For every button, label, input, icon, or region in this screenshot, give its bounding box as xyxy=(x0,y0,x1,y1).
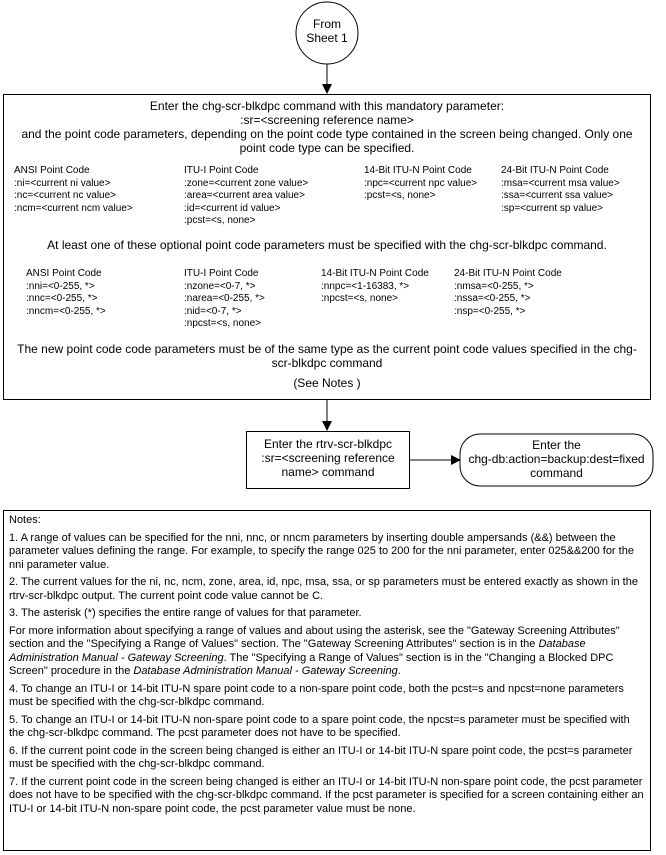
main-line-3: and the point code parameters, depending… xyxy=(21,127,633,155)
note-6: 6. If the current point code in the scre… xyxy=(9,744,633,771)
new-itu-i-column: ITU-I Point Code :nzone=<0-7, *> :narea=… xyxy=(184,268,265,331)
off-page-connector-label: From Sheet 1 xyxy=(296,17,358,45)
more-info-text-b: . The "Specifying a Range of Values" sec… xyxy=(9,651,614,678)
note-5: 5. To change an ITU-I or 14-bit ITU-N no… xyxy=(9,713,630,740)
param: :npcst=<s, none> xyxy=(321,293,399,304)
new-14bit-itu-n-column: 14-Bit ITU-N Point Code :nnpc=<1-16383, … xyxy=(321,268,429,306)
current-14bit-itu-n-column: 14-Bit ITU-N Point Code :npc=<current np… xyxy=(364,165,477,203)
manual-title: Database Administration Manual - Gateway… xyxy=(133,665,398,677)
connector-line-2: Sheet 1 xyxy=(306,31,348,45)
connector-line-1: From xyxy=(313,17,341,31)
param: :pcst=<s, none> xyxy=(184,215,256,226)
param: :sp=<current sp value> xyxy=(501,202,604,214)
chgdb-line-1: Enter the xyxy=(532,438,581,452)
rtrv-line-3: name> command xyxy=(281,465,375,479)
note-2: 2. The current values for the ni, nc, nc… xyxy=(9,576,638,602)
column-title: ITU-I Point Code xyxy=(184,165,259,176)
param: :nc=<current nc value> xyxy=(14,190,117,201)
manual-title: Database Administration Manual - Gateway… xyxy=(9,638,586,664)
param: :msa=<current msa value> xyxy=(501,177,620,189)
chgdb-box-outline xyxy=(459,433,654,487)
chg-db-step-box: Enter the chg-db:action=backup:dest=fixe… xyxy=(460,438,653,480)
main-line-1: Enter the chg-scr-blkdpc command with th… xyxy=(149,99,505,113)
column-title: ANSI Point Code xyxy=(14,165,90,176)
chgdb-line-2: chg-db:action=backup:dest=fixed xyxy=(468,452,645,466)
param: :npc=<current npc value> xyxy=(364,177,478,189)
rtrv-line-1: Enter the rtrv-scr-blkdpc xyxy=(263,437,393,451)
note-more-info: For more information about specifying a … xyxy=(9,625,645,679)
param: :ncm=<current ncm value> xyxy=(14,202,133,214)
param: :nncm=<0-255, *> xyxy=(26,305,106,317)
param: :npcst=<s, none> xyxy=(184,318,262,329)
column-title: 24-Bit ITU-N Point Code xyxy=(454,268,562,279)
notes-heading: Notes: xyxy=(9,514,41,526)
column-title: 24-Bit ITU-N Point Code xyxy=(501,165,609,176)
param: :nnpc=<1-16383, *> xyxy=(321,280,410,292)
param: :id=<current id value> xyxy=(184,202,281,214)
same-type-note: The new point code code parameters must … xyxy=(17,342,637,370)
new-24bit-itu-n-column: 24-Bit ITU-N Point Code :nmsa=<0-255, *>… xyxy=(454,268,562,318)
current-ansi-column: ANSI Point Code :ni=<current ni value> :… xyxy=(14,165,133,215)
note-7: 7. If the current point code in the scre… xyxy=(9,775,644,815)
notes-box: Notes: 1. A range of values can be speci… xyxy=(3,510,651,851)
optional-params-note: At least one of these optional point cod… xyxy=(47,238,607,252)
rtrv-line-2: :sr=<screening reference xyxy=(261,451,395,465)
param: :nni=<0-255, *> xyxy=(26,280,95,292)
param: :zone=<current zone value> xyxy=(184,177,309,189)
new-ansi-column: ANSI Point Code :nni=<0-255, *> :nnc=<0-… xyxy=(26,268,106,318)
param: :narea=<0-255, *> xyxy=(184,293,265,304)
current-24bit-itu-n-column: 24-Bit ITU-N Point Code :msa=<current ms… xyxy=(501,165,620,215)
note-4: 4. To change an ITU-I or 14-bit ITU-N sp… xyxy=(9,682,624,709)
chgdb-line-3: command xyxy=(530,466,583,480)
column-title: ITU-I Point Code xyxy=(184,268,259,279)
rtrv-scr-blkdpc-step-box: Enter the rtrv-scr-blkdpc :sr=<screening… xyxy=(246,431,410,489)
param: :nssa=<0-255, *> xyxy=(454,293,531,304)
note-1: 1. A range of values can be specified fo… xyxy=(9,531,634,571)
param: :ni=<current ni value> xyxy=(14,177,111,189)
param: :nsp=<0-255, *> xyxy=(454,305,526,317)
main-box-intro: Enter the chg-scr-blkdpc command with th… xyxy=(14,99,640,155)
param: :pcst=<s, none> xyxy=(364,190,436,201)
param: :nnc=<0-255, *> xyxy=(26,293,98,304)
chg-scr-blkdpc-step-box: Enter the chg-scr-blkdpc command with th… xyxy=(3,94,651,400)
more-info-text-c: . xyxy=(397,665,401,677)
param: :nid=<0-7, *> xyxy=(184,305,242,317)
column-title: 14-Bit ITU-N Point Code xyxy=(364,165,472,176)
param: :ssa=<current ssa value> xyxy=(501,190,614,201)
see-notes-label: (See Notes ) xyxy=(293,376,361,390)
column-title: ANSI Point Code xyxy=(26,268,102,279)
note-3: 3. The asterisk (*) specifies the entire… xyxy=(9,607,362,619)
param: :nzone=<0-7, *> xyxy=(184,280,256,292)
param: :nmsa=<0-255, *> xyxy=(454,280,534,292)
more-info-text-a: For more information about specifying a … xyxy=(9,624,620,651)
current-itu-i-column: ITU-I Point Code :zone=<current zone val… xyxy=(184,165,308,228)
main-line-2: :sr=<screening reference name> xyxy=(240,113,414,127)
column-title: 14-Bit ITU-N Point Code xyxy=(321,268,429,279)
param: :area=<current area value> xyxy=(184,190,305,201)
